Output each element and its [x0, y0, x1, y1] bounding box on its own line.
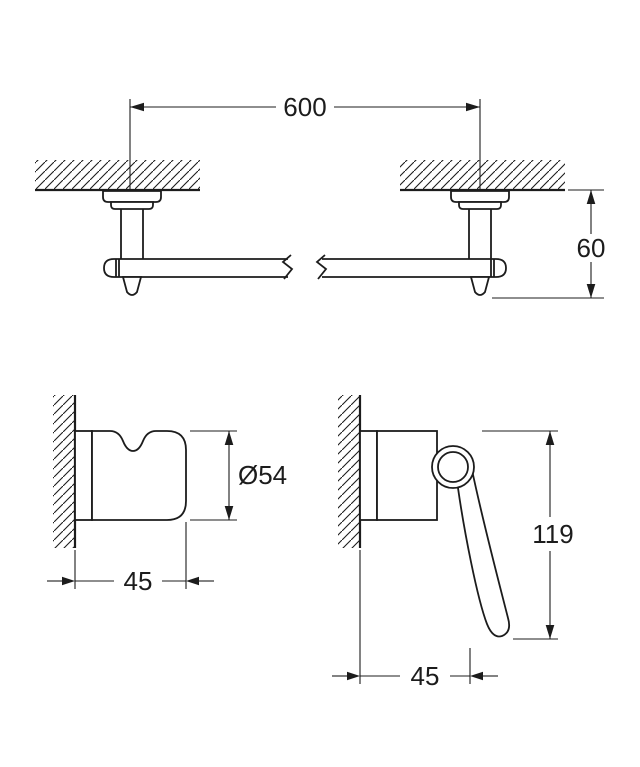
dimension-towel-bar-width: 600	[129, 92, 481, 189]
wall-hatch-holder	[338, 395, 362, 548]
dimension-hook-diameter: Ø54	[190, 430, 287, 521]
dimension-towel-bar-drop: 60	[492, 189, 606, 299]
wall-hatch-top-left	[35, 160, 200, 192]
mount-step-left	[110, 201, 154, 210]
dimension-holder-depth: 45	[332, 550, 498, 691]
mount-flange-left	[102, 190, 162, 203]
paper-holder-plate	[359, 430, 378, 521]
robe-hook-body	[91, 430, 187, 521]
towel-bar-front-view: 600	[35, 92, 606, 299]
paper-holder-side-view: 119 45	[332, 395, 574, 691]
holder-arm	[457, 467, 511, 638]
towel-rail-left	[103, 258, 288, 278]
dimension-holder-height: 119	[482, 430, 574, 640]
dim-label-holder-45: 45	[411, 661, 440, 691]
mount-foot-left	[121, 276, 143, 296]
robe-hook-plate	[74, 430, 93, 521]
towel-rail-right	[322, 258, 507, 278]
wall-hatch-hook	[53, 395, 77, 548]
towel-bar-left-mount	[102, 190, 294, 296]
mount-flange-right	[450, 190, 510, 203]
rail-break-left	[281, 254, 294, 280]
robe-hook-side-view: Ø54 45	[47, 395, 287, 596]
mount-foot-right	[469, 276, 491, 296]
paper-holder-body	[376, 430, 438, 521]
roller-pivot-inner	[437, 451, 469, 483]
dimension-hook-depth: 45	[47, 522, 214, 596]
dim-label-60: 60	[577, 233, 606, 263]
dim-label-119: 119	[532, 519, 573, 549]
wall-hatch-top-right	[400, 160, 565, 192]
dim-label-600: 600	[283, 92, 326, 122]
rail-break-right	[315, 254, 328, 280]
mount-step-right	[458, 201, 502, 210]
dim-label-diameter-54: Ø54	[238, 460, 287, 490]
dim-label-hook-45: 45	[124, 566, 153, 596]
towel-bar-right-mount	[315, 190, 510, 296]
